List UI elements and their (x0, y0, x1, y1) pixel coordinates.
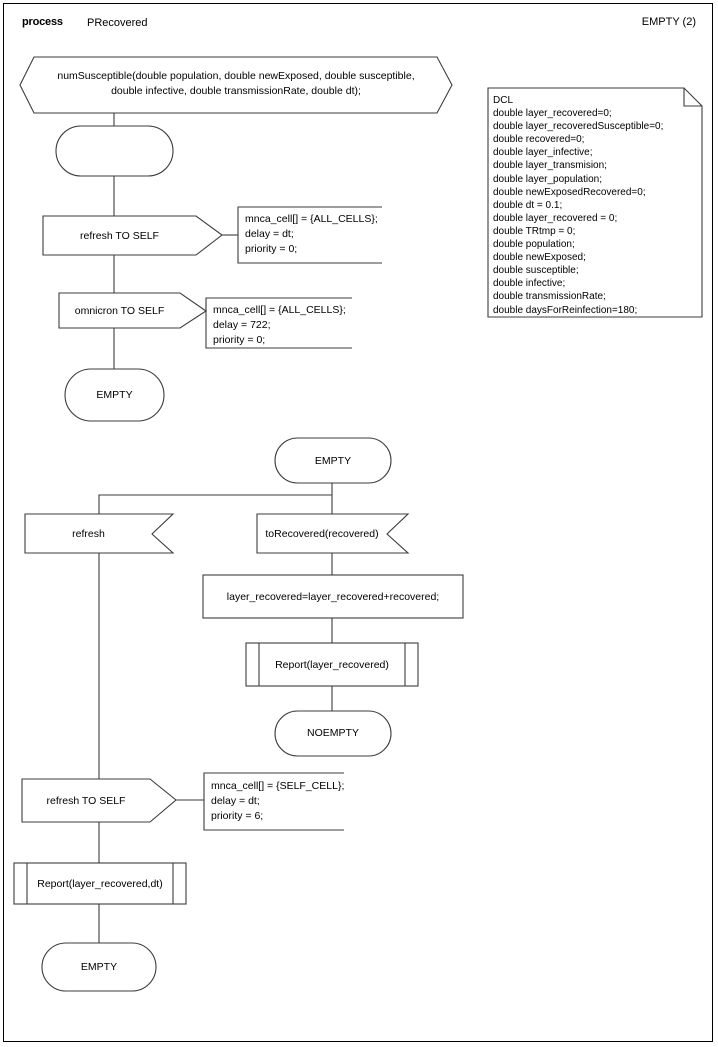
call-report-1-label[interactable]: Report(layer_recovered) (275, 659, 389, 671)
comment-1-line3: priority = 0; (245, 243, 298, 255)
comment-1-line2: delay = dt; (245, 228, 294, 240)
state-empty-1-label[interactable]: EMPTY (96, 389, 133, 401)
input-refresh-shape (24, 513, 175, 554)
declaration-line: double dt = 0.1; (493, 199, 563, 211)
input-to-recovered-label[interactable]: toRecovered(recovered) (265, 528, 379, 540)
state-start-shape (55, 125, 174, 177)
declaration-line: double population; (493, 239, 575, 251)
state-noempty-shape (274, 710, 392, 757)
declaration-lines: double layer_recovered=0;double layer_re… (493, 107, 663, 315)
declaration-line: double susceptible; (493, 265, 579, 277)
comment-2-line2: delay = 722; (213, 319, 271, 331)
state-empty-3-shape (41, 942, 157, 992)
comment-3-line3: priority = 6; (211, 810, 264, 822)
input-refresh-label[interactable]: refresh (72, 528, 105, 540)
task-layer-recovered-shape (202, 574, 464, 619)
declaration-line: double newExposed; (493, 252, 586, 264)
task-layer-recovered-label[interactable]: layer_recovered=layer_recovered+recovere… (226, 591, 440, 603)
connector-empty2-branch-left (98, 494, 332, 514)
procedure-signature-line2: double infective, double transmissionRat… (111, 85, 361, 97)
declaration-line: double layer_recoveredSusceptible=0; (493, 121, 664, 133)
declaration-box-text: DCL double layer_recovered=0;double laye… (493, 94, 663, 316)
state-empty-2-shape (274, 437, 392, 484)
procedure-signature-line1: numSusceptible(double population, double… (57, 70, 415, 82)
state-empty-2-label[interactable]: EMPTY (314, 455, 352, 467)
state-empty-3-label[interactable]: EMPTY (80, 961, 118, 973)
comment-box-1-shape (237, 206, 382, 264)
comment-box-2-shape (205, 297, 352, 349)
input-to-recovered-shape (256, 513, 410, 554)
declaration-line: double recovered=0; (493, 134, 585, 146)
declaration-box-shape (487, 87, 703, 318)
output-omnicron-to-self-shape (58, 292, 207, 329)
comment-2-line3: priority = 0; (213, 334, 266, 346)
procedure-signature-text: numSusceptible(double population, double… (40, 69, 432, 99)
page-state-label: EMPTY (2) (641, 16, 696, 28)
declaration-line: double layer_recovered=0; (493, 108, 612, 120)
output-omnicron-to-self-label[interactable]: omnicron TO SELF (74, 305, 165, 317)
declaration-line: double infective; (493, 278, 566, 290)
page-border (3, 3, 713, 1042)
comment-box-1-text: mnca_cell[] = {ALL_CELLS}; delay = dt; p… (245, 212, 378, 257)
comment-1-line1: mnca_cell[] = {ALL_CELLS}; (245, 213, 378, 225)
state-noempty-label[interactable]: NOEMPTY (307, 727, 359, 739)
call-report-2-shape (13, 862, 187, 905)
declaration-line: double layer_infective; (493, 147, 593, 159)
output-refresh-to-self-1-label[interactable]: refresh TO SELF (80, 230, 159, 242)
comment-box-2-text: mnca_cell[] = {ALL_CELLS}; delay = 722; … (213, 303, 346, 348)
state-empty-1-shape (64, 368, 165, 422)
comment-3-line2: delay = dt; (211, 795, 260, 807)
call-report-1-shape (245, 642, 419, 687)
declaration-line: double transmissionRate; (493, 291, 606, 303)
comment-2-line1: mnca_cell[] = {ALL_CELLS}; (213, 304, 346, 316)
declaration-title: DCL (493, 95, 514, 106)
declaration-line: double layer_recovered = 0; (493, 212, 618, 224)
declaration-line: double daysForReinfection=180; (493, 304, 638, 316)
comment-3-line1: mnca_cell[] = {SELF_CELL}; (211, 780, 345, 792)
declaration-line: double TRtmp = 0; (493, 225, 576, 237)
comment-box-3-text: mnca_cell[] = {SELF_CELL}; delay = dt; p… (211, 779, 344, 824)
process-keyword: process (22, 16, 63, 28)
comment-box-3-shape (203, 772, 344, 831)
page-title: PRecovered (87, 17, 148, 29)
output-refresh-to-self-2-shape (21, 778, 177, 823)
call-report-2-label[interactable]: Report(layer_recovered,dt) (37, 878, 163, 890)
procedure-signature-shape (19, 56, 453, 114)
declaration-box-dogear (683, 88, 702, 107)
declaration-line: double layer_population; (493, 173, 602, 185)
declaration-line: double newExposedRecovered=0; (493, 186, 646, 198)
output-refresh-to-self-2-label[interactable]: refresh TO SELF (46, 795, 126, 807)
declaration-line: double layer_transmision; (493, 160, 607, 172)
output-refresh-to-self-1-shape (42, 215, 223, 256)
